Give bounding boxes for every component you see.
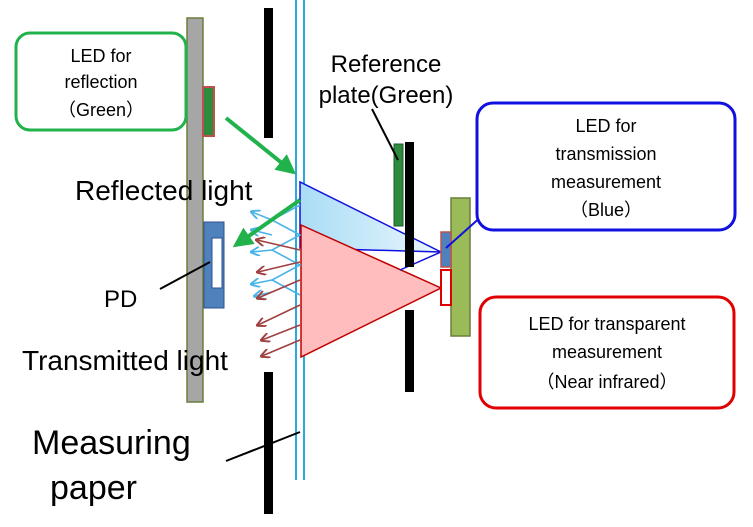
led-transmission-line1: LED for	[575, 116, 636, 136]
transmitted-light-arrows	[257, 240, 301, 356]
led-transparent-line1: LED for transparent	[528, 314, 685, 334]
measuring-paper-line1: Measuring	[32, 424, 191, 462]
measuring-paper-line2: paper	[50, 469, 137, 507]
photodiode-window	[211, 237, 223, 289]
reference-plate-black	[405, 142, 414, 267]
transmitted-light-label: Transmitted light	[22, 345, 228, 376]
led-reflection-line3: （Green）	[58, 100, 144, 120]
pd-label: PD	[104, 286, 137, 313]
led-transmission-line3: measurement	[551, 172, 661, 192]
callout-led-transmission: LED for transmission measurement （Blue）	[475, 101, 737, 232]
reference-plate	[393, 143, 404, 227]
pd-pointer	[159, 261, 211, 290]
reference-plate-line1: Reference	[331, 51, 442, 78]
left-board	[186, 17, 204, 403]
led-to-paper-arrow	[224, 116, 297, 175]
led-transmission-line2: transmission	[555, 144, 656, 164]
led-reflection-line1: LED for	[70, 46, 131, 66]
paper-pointer	[225, 431, 301, 462]
slit-bottom	[264, 372, 273, 514]
slit-right-bottom	[405, 310, 414, 392]
right-board	[450, 197, 471, 337]
led-reflection-line2: reflection	[64, 72, 137, 92]
callout-led-transparent: LED for transparent measurement （Near in…	[478, 295, 736, 410]
led-transmission	[440, 231, 452, 268]
nir-light-cone	[300, 223, 443, 359]
led-transparent-line2: measurement	[552, 342, 662, 362]
led-reflection	[202, 86, 215, 137]
led-transmission-line4: （Blue）	[570, 200, 642, 220]
slit-top	[264, 8, 273, 138]
callout-led-reflection: LED for reflection （Green）	[14, 31, 188, 132]
reference-pointer	[371, 108, 399, 161]
led-transparent-line3: （Near infrared）	[536, 372, 677, 392]
reflected-light-label: Reflected light	[75, 175, 253, 206]
reflected-to-pd-arrow	[232, 198, 302, 248]
reference-plate-line2: plate(Green)	[319, 82, 454, 109]
led-transparent	[440, 269, 452, 306]
